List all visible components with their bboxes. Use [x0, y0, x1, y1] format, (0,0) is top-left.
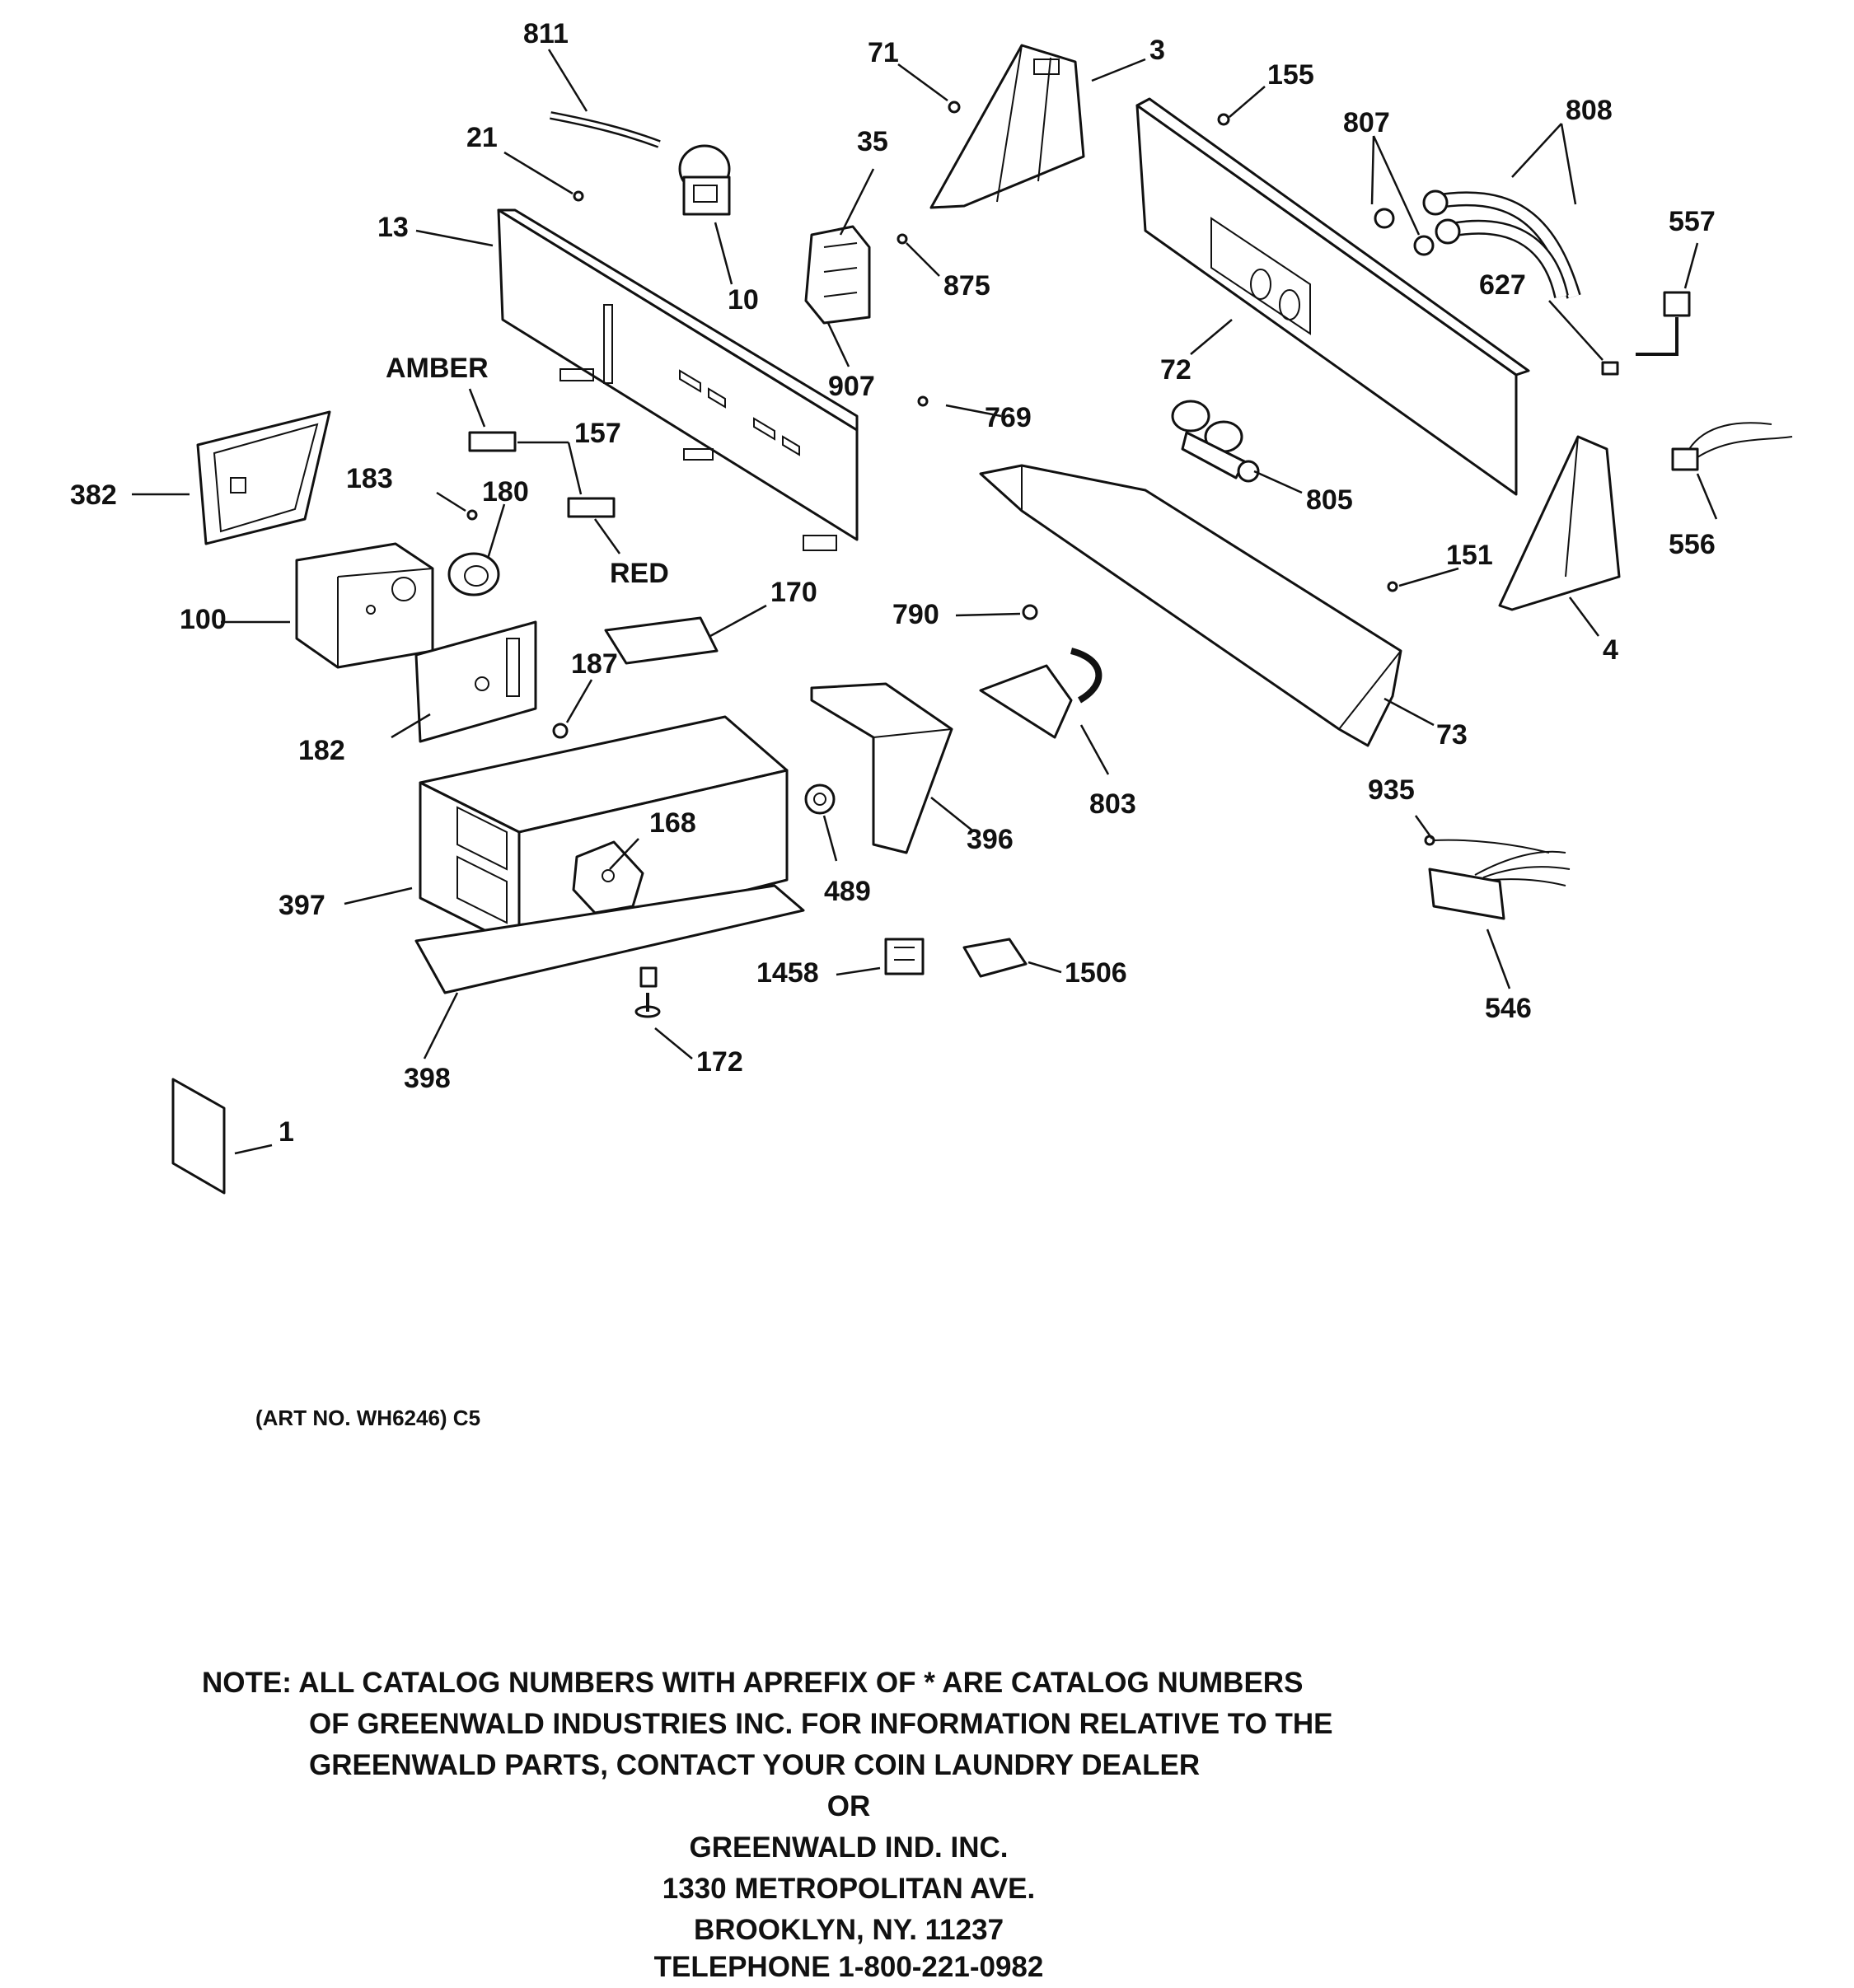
- part-180-light: [447, 552, 500, 596]
- note-line-3: GREENWALD PARTS, CONTACT YOUR COIN LAUND…: [309, 1749, 1201, 1781]
- callout-627: 627: [1479, 269, 1526, 301]
- part-4-endcap: [1498, 435, 1621, 611]
- part-769-screw: [917, 395, 929, 407]
- part-875-screw: [897, 233, 908, 245]
- note-line-1: NOTE: ALL CATALOG NUMBERS WITH APREFIX O…: [202, 1667, 1304, 1699]
- callout-875: 875: [943, 270, 990, 302]
- part-396-shield: [810, 682, 953, 854]
- callout-10: 10: [728, 284, 759, 316]
- part-21-screw: [573, 190, 584, 202]
- callout-397: 397: [279, 890, 325, 921]
- part-382-bracket: [196, 410, 331, 545]
- part-489-bushing: [804, 784, 836, 815]
- part-100-timer: [295, 542, 434, 669]
- callout-546: 546: [1485, 993, 1532, 1024]
- callout-4: 4: [1603, 634, 1618, 666]
- callout-1506: 1506: [1065, 957, 1127, 989]
- note-line-7: BROOKLYN, NY. 11237: [693, 1914, 1004, 1946]
- part-807-washer-a: [1374, 208, 1395, 229]
- part-790-clip: [1022, 604, 1038, 620]
- art-number: (ART NO. WH6246) C5: [255, 1406, 481, 1430]
- part-803-bracket: [979, 648, 1103, 739]
- callout-489: 489: [824, 876, 871, 907]
- callout-172: 172: [696, 1046, 743, 1078]
- part-546-harness: [1428, 850, 1571, 920]
- callout-3: 3: [1149, 35, 1165, 66]
- callout-1: 1: [279, 1116, 294, 1148]
- part-13-control-panel: [497, 208, 859, 551]
- callout-151: 151: [1446, 540, 1493, 571]
- part-155-screw: [1217, 113, 1230, 126]
- part-811-hose-inner: [550, 113, 660, 147]
- callout-808: 808: [1566, 95, 1613, 126]
- note-line-6: 1330 METROPOLITAN AVE.: [662, 1873, 1036, 1905]
- callout-170: 170: [770, 577, 817, 608]
- callout-811: 811: [523, 18, 569, 49]
- part-627-clip: [1601, 361, 1619, 376]
- callout-790: 790: [892, 599, 939, 630]
- callout-180: 180: [482, 476, 529, 508]
- part-35-switch: [804, 225, 871, 325]
- part-10-pressure-switch: [678, 144, 731, 216]
- callout-935: 935: [1368, 774, 1415, 806]
- callout-769: 769: [985, 402, 1032, 433]
- part-71-screw: [948, 101, 961, 114]
- part-157-light-red: [567, 497, 616, 518]
- callout-803: 803: [1089, 788, 1136, 820]
- part-935-wire: [1424, 835, 1550, 854]
- note-line-2: OF GREENWALD INDUSTRIES INC. FOR INFORMA…: [309, 1708, 1333, 1740]
- callout-73: 73: [1436, 719, 1468, 751]
- part-1506-connector: [962, 938, 1028, 978]
- part-397-housing: [419, 715, 789, 949]
- callout-907: 907: [828, 371, 875, 402]
- part-556-harness: [1671, 422, 1793, 471]
- part-807-washer-b: [1413, 235, 1435, 256]
- callout-35: 35: [857, 126, 888, 157]
- leader-lines: [132, 49, 1718, 1155]
- callout-183: 183: [346, 463, 393, 494]
- part-170-insulator: [604, 616, 719, 665]
- callout-71: 71: [868, 37, 899, 68]
- callout-72: 72: [1160, 354, 1192, 386]
- part-187-screw: [552, 723, 569, 739]
- callout-805: 805: [1306, 484, 1353, 516]
- callout-396: 396: [967, 824, 1014, 855]
- part-805-valve: [1171, 400, 1260, 483]
- part-1-manual: [171, 1078, 226, 1195]
- callout-155: 155: [1267, 59, 1314, 91]
- callout-168: 168: [649, 807, 696, 839]
- callout-157: 157: [574, 418, 621, 449]
- callout-21: 21: [466, 122, 498, 153]
- part-72-backsplash: [1135, 97, 1530, 496]
- label-red: RED: [610, 558, 669, 589]
- note-line-8: TELEPHONE 1-800-221-0982: [653, 1951, 1044, 1983]
- callout-557: 557: [1669, 206, 1716, 237]
- callout-187: 187: [571, 648, 618, 680]
- part-398-base: [414, 884, 805, 994]
- part-808-hoses: [1422, 189, 1581, 299]
- part-1458-connector: [884, 938, 925, 975]
- callout-807: 807: [1343, 107, 1390, 138]
- callout-556: 556: [1669, 529, 1716, 560]
- part-182-plate: [414, 620, 537, 743]
- callout-13: 13: [377, 212, 409, 243]
- callout-1458: 1458: [756, 957, 819, 989]
- label-amber: AMBER: [386, 353, 489, 384]
- note-line-5: GREENWALD IND. INC.: [689, 1831, 1009, 1864]
- part-73-rear-panel: [979, 464, 1402, 747]
- part-157-light-amber: [468, 431, 517, 452]
- part-172-foot: [634, 966, 661, 1018]
- part-557-switch: [1636, 291, 1691, 356]
- note-line-4: OR: [826, 1790, 871, 1822]
- part-183-screw: [466, 509, 478, 521]
- callout-382: 382: [70, 479, 117, 511]
- part-3-endcap: [929, 44, 1085, 209]
- callout-100: 100: [180, 604, 227, 635]
- part-151-screw: [1387, 581, 1398, 592]
- callout-398: 398: [404, 1063, 451, 1094]
- callout-182: 182: [298, 735, 345, 766]
